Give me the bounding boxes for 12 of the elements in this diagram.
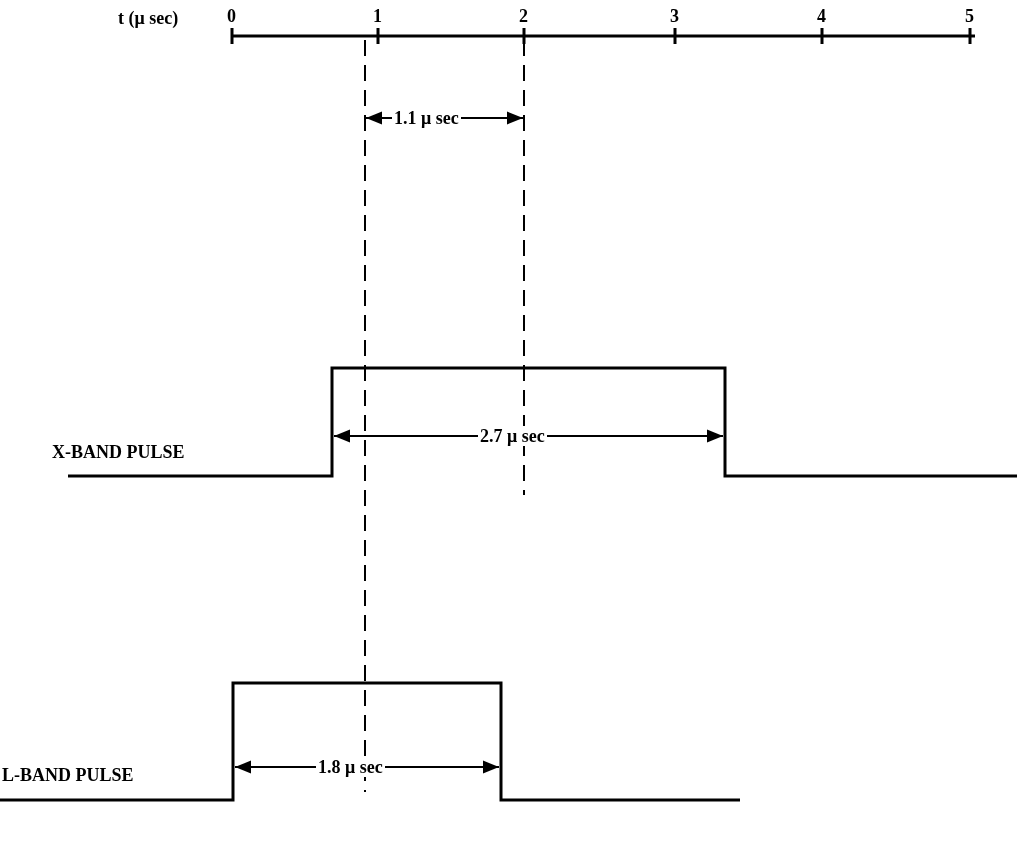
tick-label: 4: [817, 6, 826, 26]
tick-label: 2: [519, 6, 528, 26]
dimension-label: 2.7 μ sec: [478, 426, 547, 446]
tick-label: 1: [373, 6, 382, 26]
tick-label: 3: [670, 6, 679, 26]
signal-name: X-BAND PULSE: [52, 442, 185, 462]
signal-name: L-BAND PULSE: [2, 765, 134, 785]
dimension-label: 1.8 μ sec: [316, 757, 385, 777]
dimension-label: 1.1 μ sec: [392, 108, 461, 128]
tick-label: 0: [227, 6, 236, 26]
tick-label: 5: [965, 6, 974, 26]
axis-title: t (μ sec): [118, 8, 179, 28]
